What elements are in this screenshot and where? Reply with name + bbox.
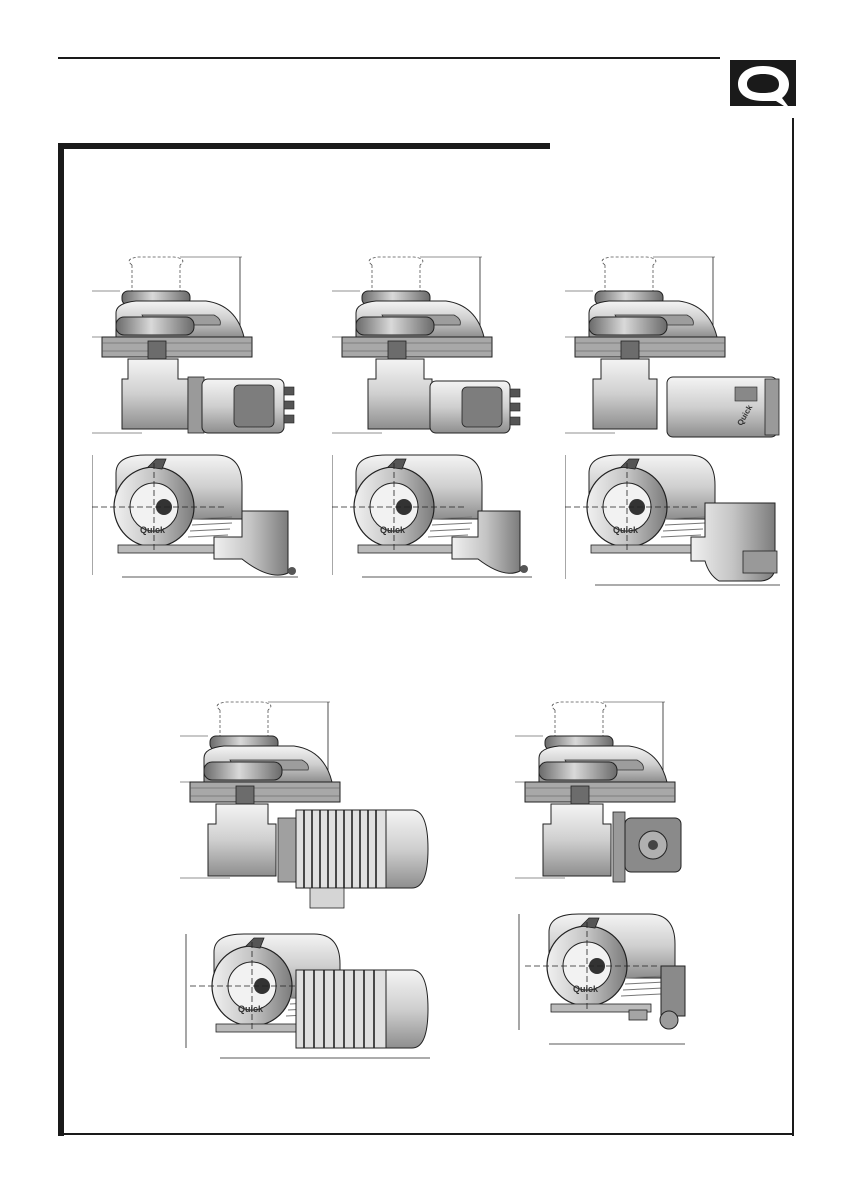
quick-logo-icon	[730, 60, 796, 106]
frame-left	[58, 143, 64, 1136]
windlass-variant-5-drawing	[515, 700, 695, 1055]
windlass-variant-3-drawing: Quick	[565, 255, 780, 595]
frame-right	[792, 118, 794, 1136]
windlass-variant-1-drawing	[92, 255, 302, 590]
windlass-variant-2-drawing	[332, 255, 532, 590]
frame-top	[58, 143, 550, 149]
header-rule	[58, 57, 720, 59]
frame-bottom	[58, 1133, 794, 1135]
windlass-variant-4-drawing	[180, 700, 435, 1065]
